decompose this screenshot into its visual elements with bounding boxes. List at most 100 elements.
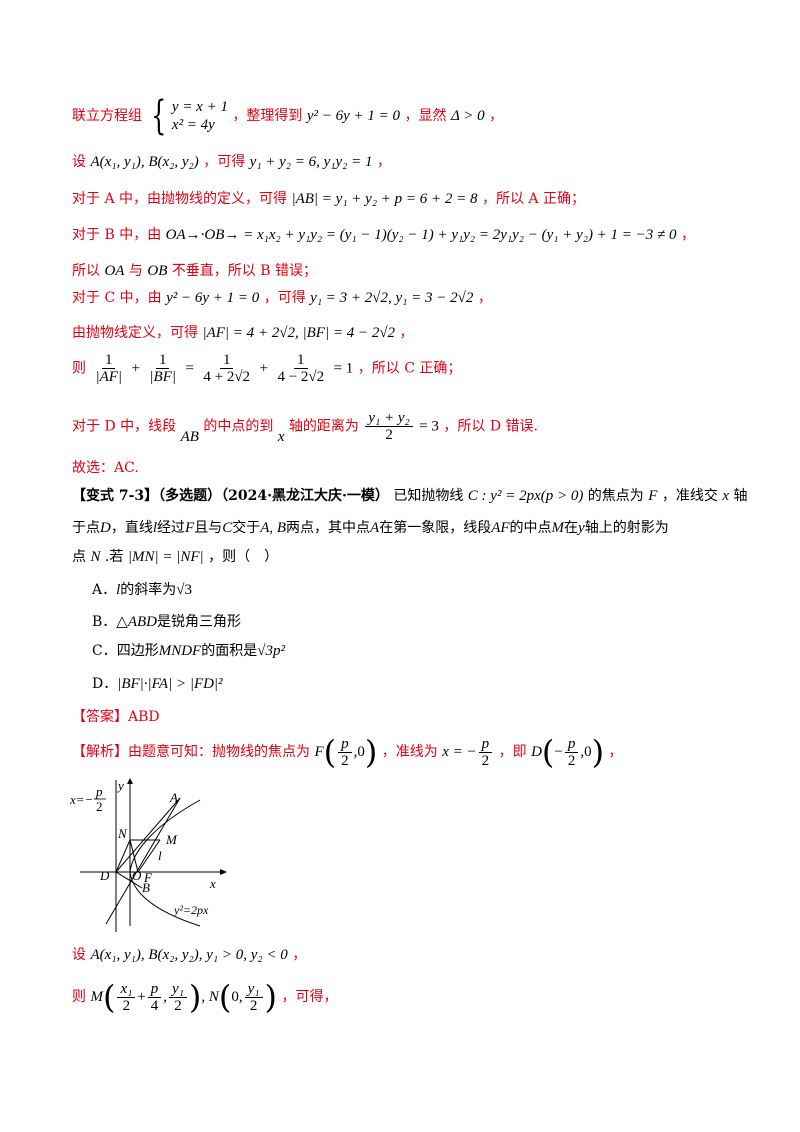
point-d-label: D: [99, 868, 110, 883]
point-f-label: F: [143, 870, 153, 885]
text: ，可得，: [281, 989, 338, 1005]
line-option-a: 对于 A 中，由抛物线的定义，可得 |AB| = y₁ + y₂ + p = 6…: [72, 188, 740, 208]
line-option-b: 对于 B 中，由 OA→·OB→ = x₁x₂ + y₁y₂ = (y₁ − 1…: [72, 224, 740, 244]
text: ，直线: [110, 520, 153, 536]
text: 【解析】由题意可知：抛物线的焦点为: [72, 744, 310, 760]
segment-da: [115, 797, 181, 873]
math: 0,: [231, 989, 243, 1005]
math: √3p²: [257, 643, 285, 659]
line-l-label: l: [158, 848, 162, 863]
text: 对于 B 中，由: [72, 227, 162, 243]
option-a: A．l的斜率为√3: [92, 579, 192, 599]
math: y: [578, 520, 585, 536]
math: ,0: [353, 744, 365, 760]
question-line-3: 点 N .若 |MN| = |NF| ，则（ ）: [72, 546, 740, 566]
text: 两点，其中点: [286, 520, 371, 536]
text: ，: [681, 227, 695, 243]
line-system: 联立方程组 { y = x + 1 x² = 4y ，整理得到 y² − 6y …: [72, 96, 740, 136]
math: A, B: [260, 520, 287, 536]
segment-nf: [129, 839, 139, 873]
equation-system: { y = x + 1 x² = 4y: [151, 93, 228, 139]
text: 的焦点为: [587, 488, 644, 504]
line-focal-distances: 由抛物线定义，可得 |AF| = 4 + 2√2, |BF| = 4 − 2√2…: [72, 322, 740, 342]
directrix-label-denominator: 2: [96, 799, 103, 814]
parabola-figure: x=− p 2 y x A N M l D O F B y²=2px: [70, 778, 227, 932]
point-b-label: B: [142, 880, 150, 895]
math: M: [90, 989, 103, 1005]
math: A: [370, 520, 380, 536]
math: A(x₁, y₁), B(x₂, y₂), y₁ > 0, y₂ < 0: [90, 947, 288, 963]
text: 轴上的射影为: [584, 520, 669, 536]
text: ，所以 C 正确；: [357, 360, 462, 377]
math: M: [551, 520, 565, 536]
line-option-c: 对于 C 中，由 y² − 6y + 1 = 0 ，可得 y₁ = 3 + 2√…: [72, 287, 740, 307]
text: ，所以 D 错误.: [443, 418, 538, 435]
math: |AF| = 4 + 2√2, |BF| = 4 − 2√2: [202, 325, 396, 341]
text: 不垂直，所以 B 错误；: [171, 263, 318, 279]
question-line-1: 【变式 7-3】（多选题）（2024·黑龙江大庆·一模） 已知抛物线 C : y…: [72, 485, 747, 505]
equation: y = x + 1: [171, 99, 228, 115]
text: ，准线为: [381, 744, 438, 760]
text: ，显然: [404, 108, 447, 124]
fraction: 1|AF|: [95, 352, 123, 385]
text: A．: [92, 582, 117, 598]
text: 交于: [232, 520, 261, 536]
equation: x² = 4y: [171, 117, 215, 133]
plus-sign: +: [259, 360, 268, 377]
point-a-label: A: [169, 790, 178, 805]
math: |AB| = y₁ + y₂ + p = 6 + 2 = 8: [291, 191, 478, 207]
text: 对于 A 中，由抛物线的定义，可得: [72, 191, 288, 207]
line-answer-choice: 故选：AC.: [72, 460, 139, 476]
text: 设: [72, 947, 86, 963]
math: y² − 6y + 1 = 0: [166, 290, 260, 306]
point-n-label: N: [117, 826, 128, 841]
math: AB: [180, 428, 199, 445]
text: ，所以 A 正确；: [481, 191, 585, 207]
math: x: [277, 428, 285, 445]
equals-sign: =: [185, 360, 194, 377]
text: ，: [399, 325, 414, 341]
text: 由抛物线定义，可得: [72, 325, 198, 341]
comma: ,: [163, 989, 168, 1005]
text: ，即: [498, 744, 527, 760]
text: 的斜率为: [120, 582, 177, 598]
math: ,0: [580, 744, 592, 760]
text: ，: [292, 947, 307, 963]
math: D: [100, 520, 111, 536]
text: ，可得: [203, 154, 246, 170]
text: 设: [72, 154, 86, 170]
math: N: [90, 549, 101, 565]
math: A(x₁, y₁), B(x₂, y₂): [90, 154, 199, 170]
y-axis-arrow: [127, 778, 133, 784]
text: 则: [72, 989, 86, 1005]
x-axis-label: x: [209, 876, 216, 891]
segment-dn: [115, 839, 131, 873]
text: 已知抛物线: [393, 488, 464, 504]
text: 轴: [733, 488, 748, 504]
math: x = −: [442, 744, 477, 760]
line-l: [105, 797, 181, 925]
segment-db: [115, 871, 143, 889]
text: ，整理得到: [232, 108, 303, 124]
text: 的中点的到: [203, 418, 274, 435]
text: ，: [477, 290, 492, 306]
text: 于点: [72, 520, 100, 536]
math: OA→·OB→ = x₁x₂ + y₁y₂ = (y₁ − 1)(y₂ − 1)…: [165, 227, 677, 243]
plus-sign: +: [131, 360, 140, 377]
text: ，: [376, 154, 391, 170]
math: C: [222, 520, 233, 536]
directrix-label: x=−: [70, 792, 93, 807]
text: 且与: [194, 520, 223, 536]
text: 点: [72, 549, 86, 565]
text: 轴的距离为: [288, 418, 359, 435]
